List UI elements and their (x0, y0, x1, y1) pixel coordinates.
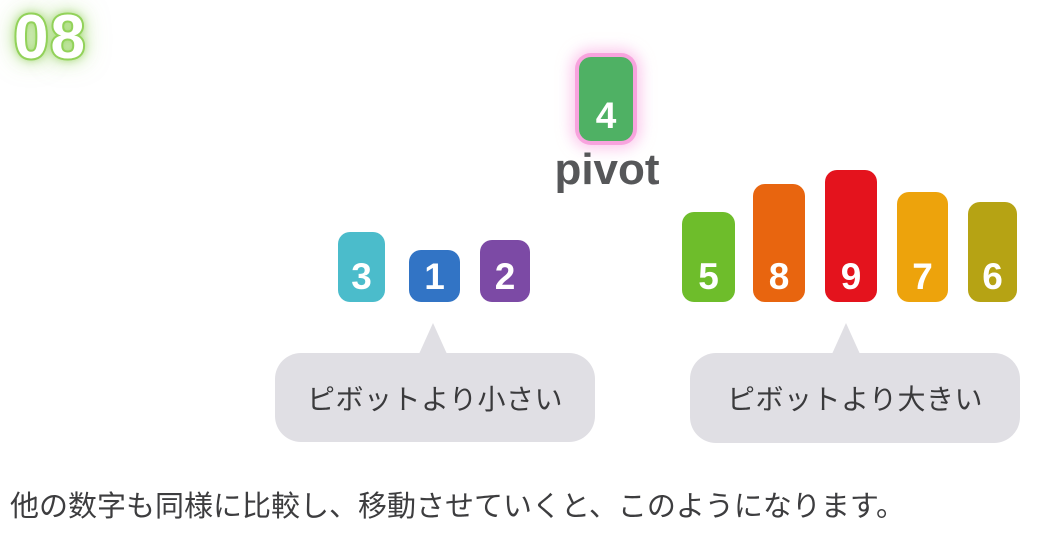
pivot-bar: 4 (579, 57, 633, 141)
bar-2: 2 (480, 240, 530, 302)
bar-value: 3 (351, 256, 372, 297)
bar-8: 8 (753, 184, 805, 302)
bar-value: 6 (982, 256, 1003, 297)
bubble-tail (832, 323, 860, 354)
bar-5: 5 (682, 212, 735, 302)
bar-6: 6 (968, 202, 1017, 302)
caption-text: 他の数字も同様に比較し、移動させていくと、このようになります。 (10, 491, 905, 523)
bubble-text: ピボットより小さい (307, 383, 563, 415)
pivot-value: 4 (595, 95, 617, 136)
bubble-text: ピボットより大きい (727, 384, 983, 415)
speech-bubble-larger-than-pivot: ピボットより大きい (690, 323, 1020, 443)
bar-7: 7 (897, 192, 948, 302)
bar-9: 9 (825, 170, 877, 302)
slide-number: 08 (12, 1, 87, 74)
bar-value: 5 (698, 256, 719, 297)
bar-1: 1 (409, 250, 460, 302)
bar-value: 9 (840, 256, 862, 297)
bubble-tail (419, 323, 447, 354)
bar-value: 1 (424, 256, 445, 297)
bar-value: 8 (768, 256, 790, 297)
pivot-label: pivot (554, 145, 660, 194)
bar-value: 2 (494, 256, 516, 297)
speech-bubble-smaller-than-pivot: ピボットより小さい (275, 323, 595, 442)
bar-value: 7 (912, 256, 933, 297)
bar-3: 3 (338, 232, 385, 302)
